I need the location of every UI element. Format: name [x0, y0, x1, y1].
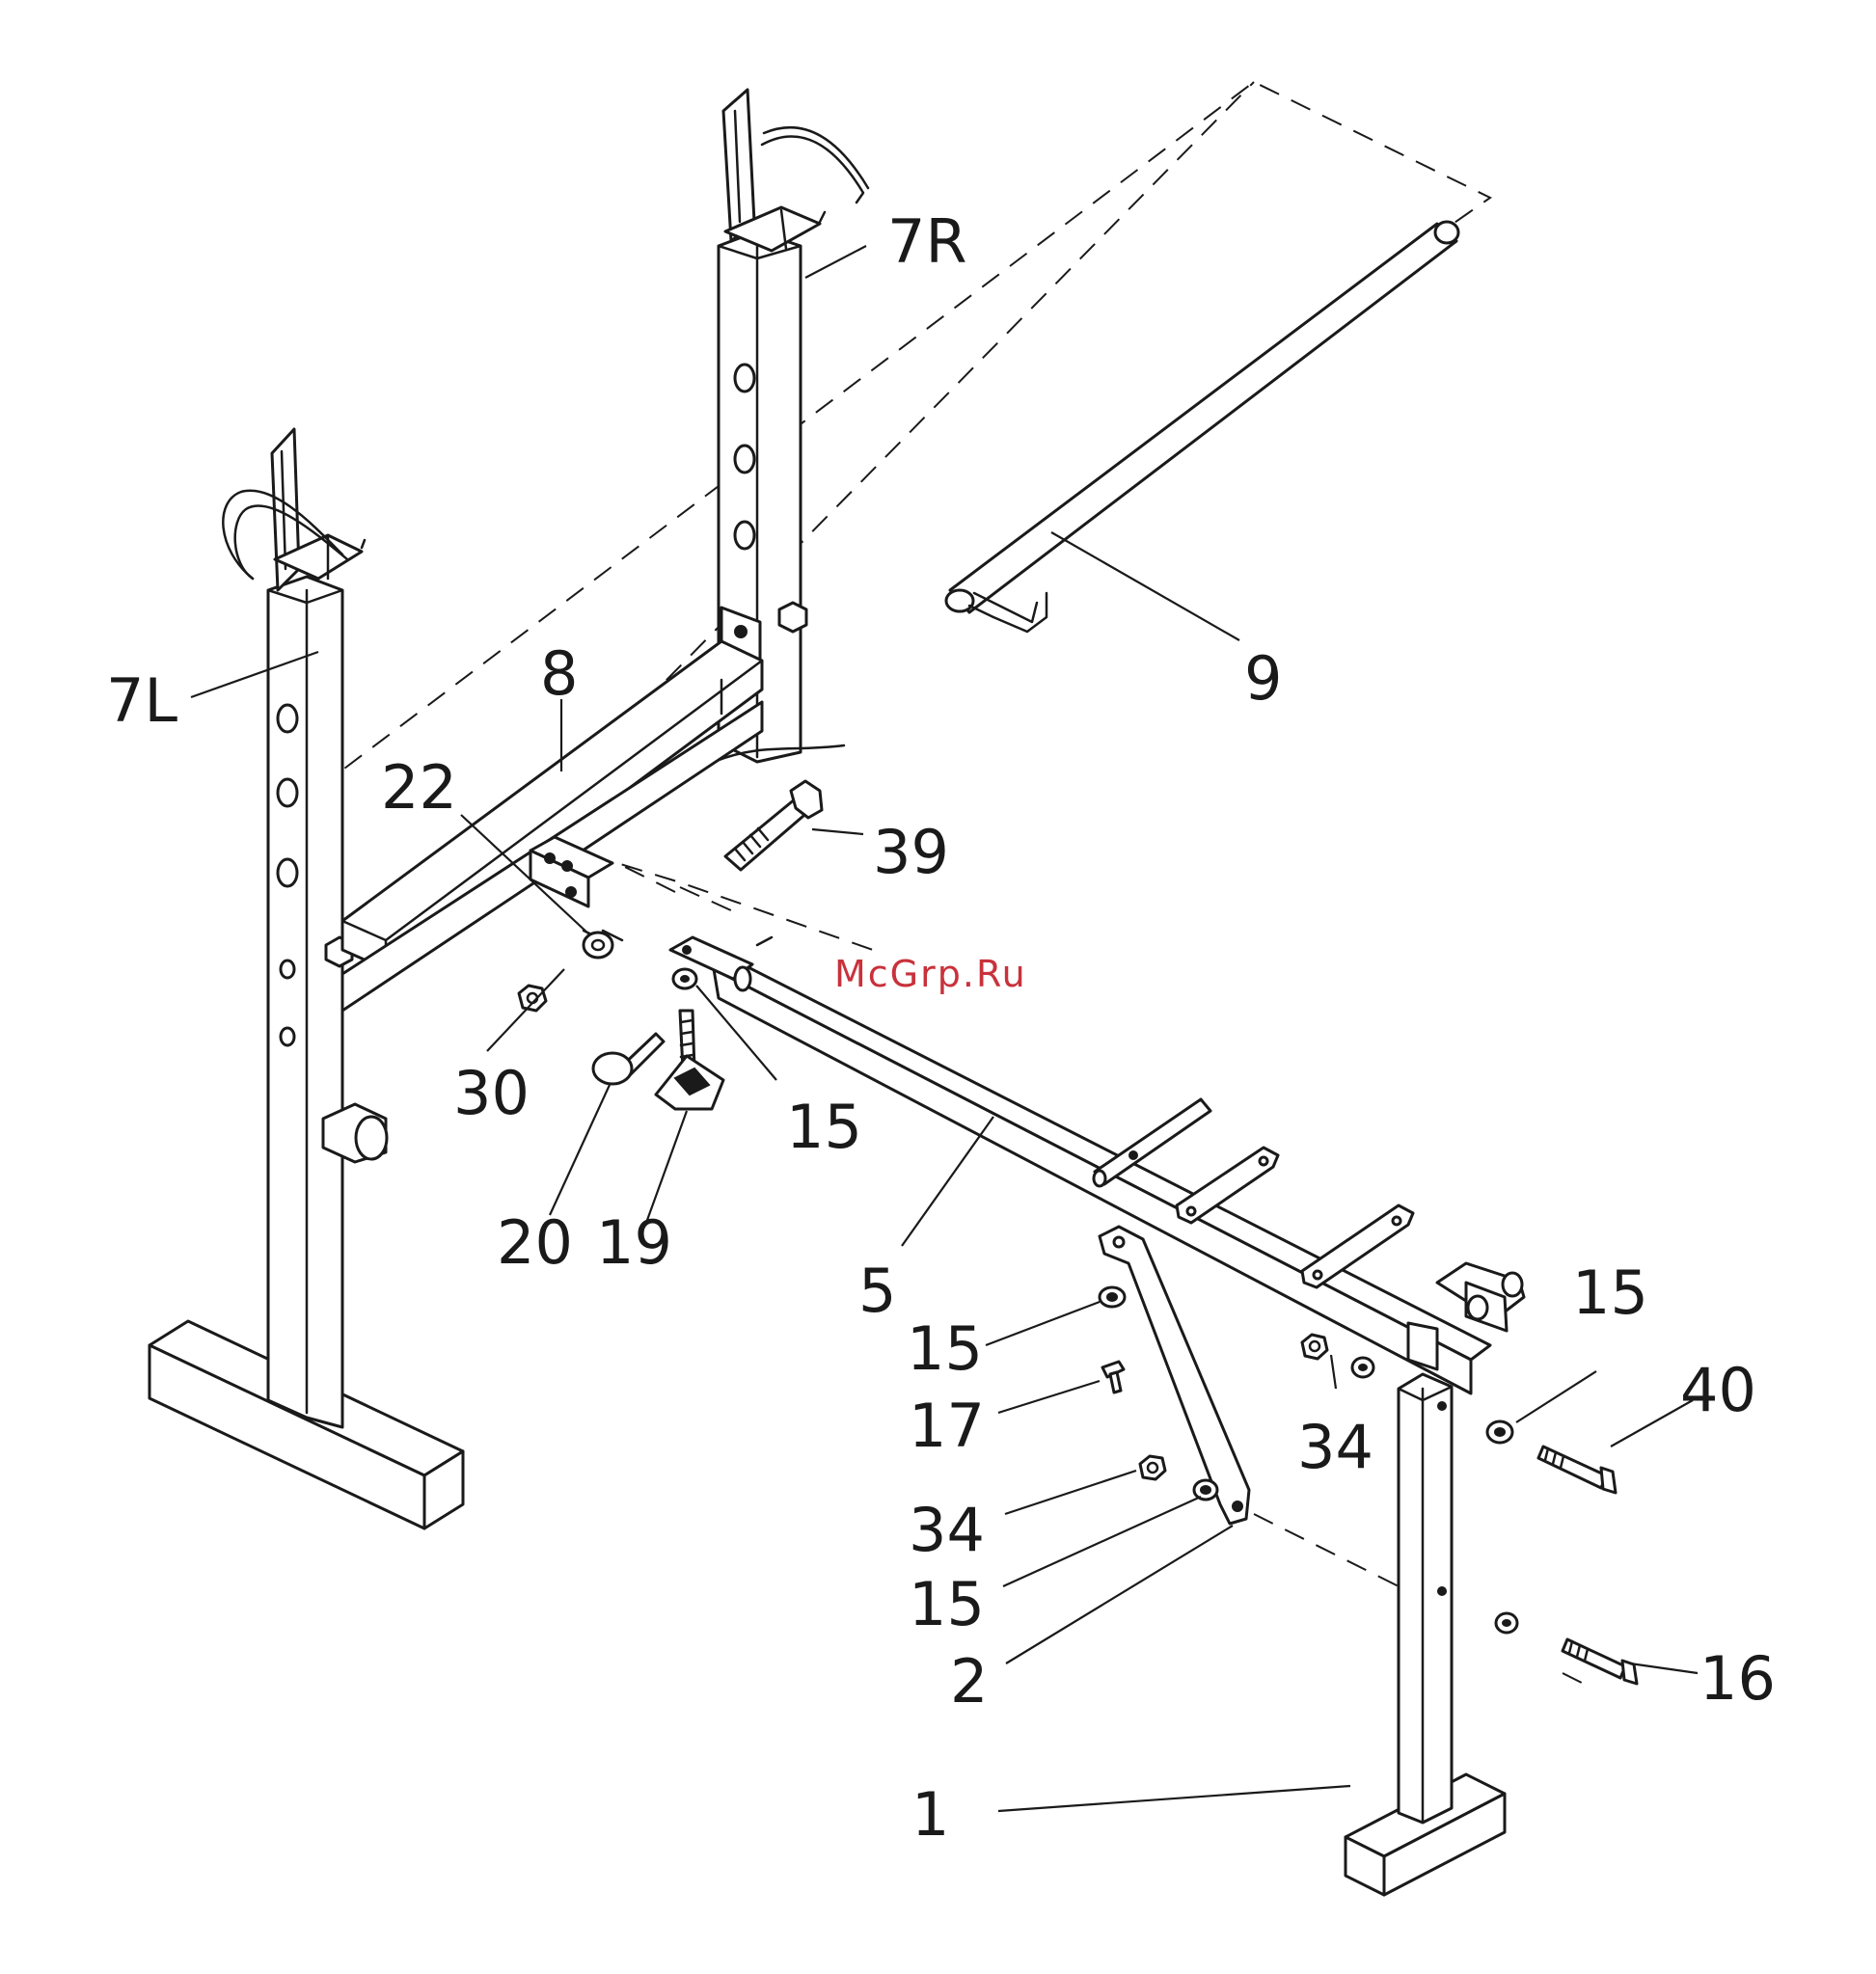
label-part-1: 1 — [911, 1779, 949, 1850]
label-part-5: 5 — [858, 1256, 896, 1326]
watermark-text: McGrp.Ru — [834, 953, 1027, 995]
brace-2 — [1100, 1227, 1249, 1524]
label-part-7L: 7L — [106, 665, 177, 736]
part-labels: 7R 7L 8 9 22 39 30 15 20 19 5 15 17 34 1… — [106, 206, 1776, 1850]
label-part-2: 2 — [950, 1646, 988, 1717]
label-part-34-right: 34 — [1297, 1412, 1373, 1482]
label-part-16: 16 — [1699, 1643, 1776, 1714]
hinge-bracket-22 — [530, 837, 622, 942]
label-part-17: 17 — [909, 1391, 985, 1461]
label-part-15-lower-brace: 15 — [909, 1569, 985, 1639]
label-part-9: 9 — [1244, 643, 1282, 714]
bolt-39 — [725, 781, 822, 870]
label-part-15-top: 15 — [786, 1092, 862, 1162]
label-part-34-left: 34 — [909, 1495, 985, 1565]
label-part-7R: 7R — [887, 206, 967, 277]
label-part-30: 30 — [453, 1058, 530, 1128]
label-part-22: 22 — [381, 752, 457, 823]
barbell-rod-9 — [946, 222, 1458, 632]
label-part-8: 8 — [540, 638, 578, 709]
label-part-20: 20 — [497, 1207, 573, 1278]
label-part-15-upper-brace: 15 — [907, 1313, 983, 1384]
label-part-40: 40 — [1680, 1355, 1756, 1425]
label-part-15-right: 15 — [1572, 1257, 1648, 1328]
support-arm-5 — [670, 937, 1524, 1393]
label-part-39: 39 — [873, 817, 949, 887]
upright-7L — [150, 429, 463, 1528]
label-part-19: 19 — [596, 1207, 672, 1278]
